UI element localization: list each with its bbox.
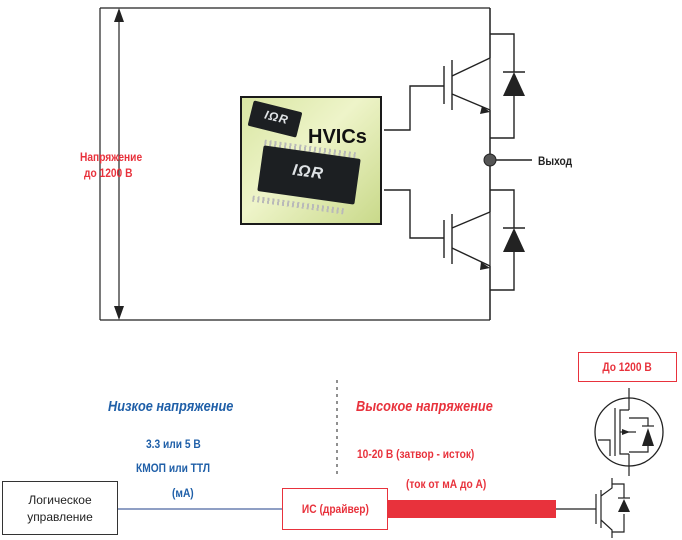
voltage-label: Напряжение <box>80 150 143 164</box>
upper-diode-triangle <box>503 72 525 96</box>
low-voltage-title: Низкое напряжение <box>108 398 234 415</box>
output-label: Выход <box>538 154 573 168</box>
output-node <box>483 153 497 167</box>
low-voltage-logic: КМОП или ТТЛ <box>136 461 211 475</box>
lower-diode-triangle <box>503 228 525 252</box>
upper-igbt <box>384 8 491 160</box>
lower-igbt-emitter-arrow <box>480 262 490 270</box>
low-voltage-current: (мА) <box>172 486 194 500</box>
hvics-label: HVICs <box>308 126 367 148</box>
small-igbt-diode <box>618 499 630 512</box>
lower-diode <box>490 189 525 291</box>
small-chip-logo: IΩR <box>263 107 291 128</box>
driver-ic-text: ИС (драйвер) <box>301 502 369 516</box>
mosfet-symbol <box>594 388 664 476</box>
logic-control-line2: управление <box>27 509 93 524</box>
low-voltage-level: 3.3 или 5 В <box>146 437 201 451</box>
driver-ic-box: ИС (драйвер) <box>282 488 388 530</box>
lower-igbt <box>384 166 491 320</box>
hvic-chip-photo: IΩR HVICs IΩR <box>240 96 382 225</box>
small-chip: IΩR <box>247 100 303 138</box>
small-igbt <box>595 478 630 538</box>
large-chip-logo: IΩR <box>291 161 325 183</box>
high-voltage-level: 10-20 В (затвор - исток) <box>357 447 475 461</box>
max-voltage-text: До 1200 В <box>602 360 653 374</box>
high-voltage-title: Высокое напряжение <box>356 398 493 415</box>
logic-control-box: Логическое управление <box>2 481 118 535</box>
max-voltage-box: До 1200 В <box>578 352 677 382</box>
voltage-value: до 1200 В <box>84 166 133 180</box>
voltage-arrow <box>114 8 124 320</box>
logic-control-line1: Логическое <box>28 492 92 507</box>
upper-igbt-emitter-arrow <box>480 106 490 114</box>
gate-drive-bar <box>388 500 556 518</box>
high-voltage-current: (ток от мА до А) <box>406 477 487 491</box>
